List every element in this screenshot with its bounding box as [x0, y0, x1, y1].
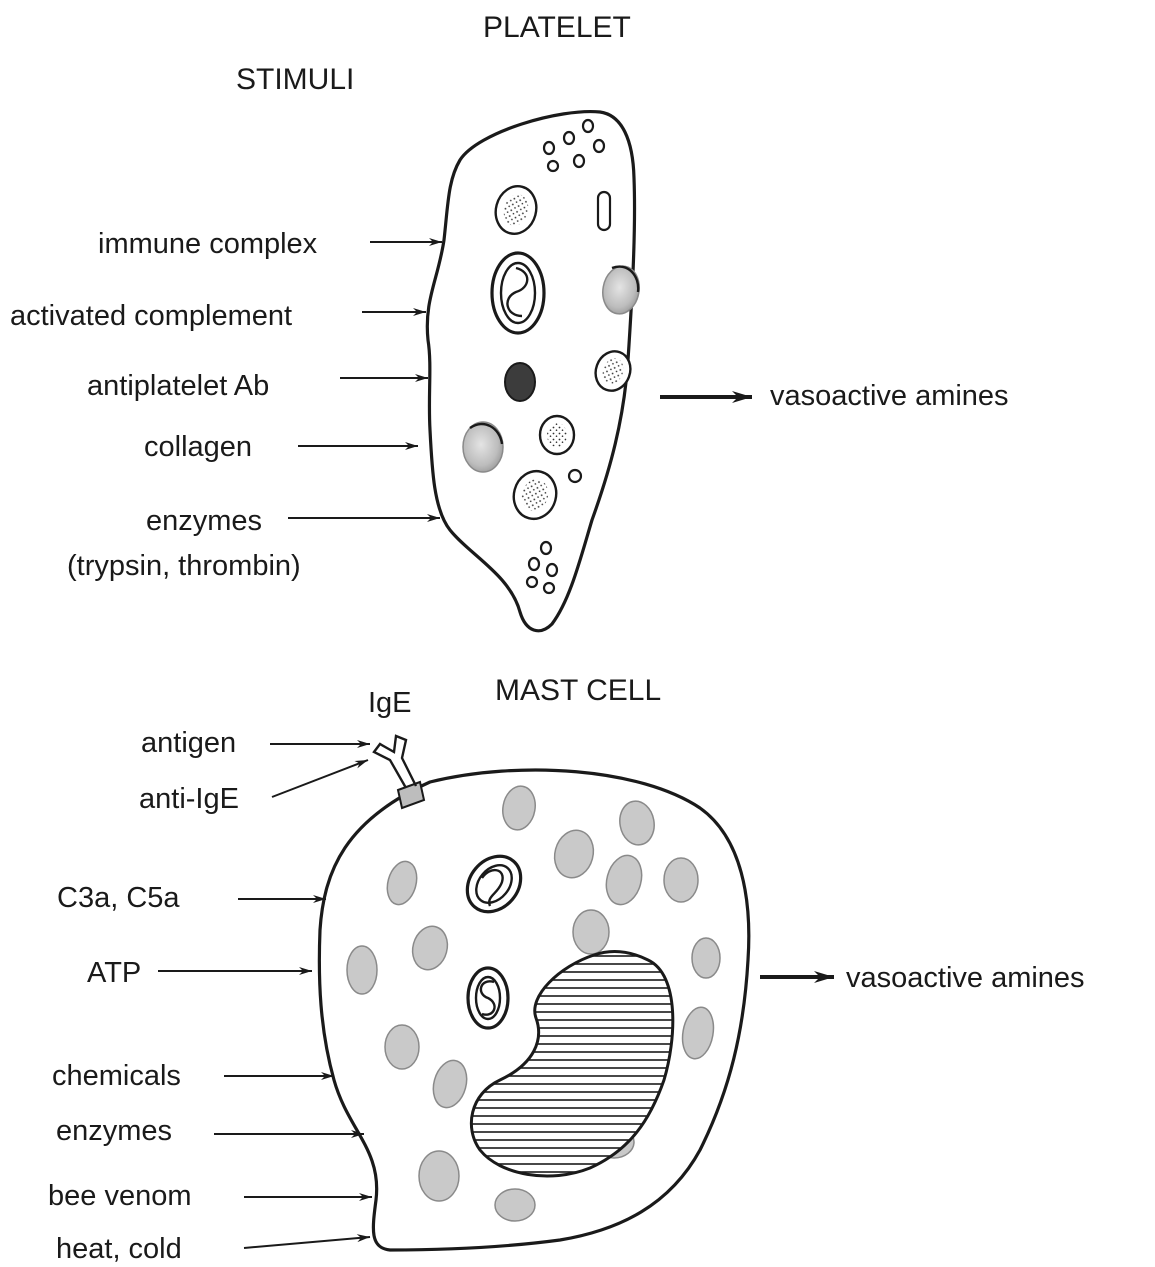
stimulus-anti-ige: anti-IgE [139, 783, 239, 815]
mitochondrion [492, 253, 544, 333]
stimuli-title: STIMULI [236, 63, 354, 96]
ige-label: IgE [368, 687, 412, 719]
stimulus-enzymes: enzymes [146, 505, 262, 537]
arrow-heat-cold [244, 1237, 370, 1248]
stimulus-c3a-c5a: C3a, C5a [57, 882, 180, 914]
platelet-cell [427, 112, 643, 631]
stimulus-immune-complex: immune complex [98, 228, 318, 260]
canalicular-tube [598, 192, 610, 230]
stimulus-heat-cold: heat, cold [56, 1233, 182, 1265]
stimulus-activated-complement: activated complement [10, 300, 292, 332]
stimulus-antiplatelet-ab: antiplatelet Ab [87, 370, 269, 402]
stimulus-bee-venom: bee venom [48, 1180, 192, 1212]
stimulus-collagen: collagen [144, 431, 252, 463]
platelet-output-label: vasoactive amines [770, 380, 1009, 412]
mast-cell-title: MAST CELL [495, 674, 661, 707]
arrow-anti-ige [272, 760, 368, 797]
stimulus-chemicals: chemicals [52, 1060, 181, 1092]
stimulus-enzymes-detail: (trypsin, thrombin) [67, 550, 301, 582]
dark-granule [505, 363, 535, 401]
stimulus-antigen: antigen [141, 727, 236, 759]
platelet-title: PLATELET [483, 11, 631, 44]
mast-cell-mitochondrion-lower [468, 968, 508, 1028]
stimulus-mast-enzymes: enzymes [56, 1115, 172, 1147]
stimulus-atp: ATP [87, 957, 141, 989]
mast-cell [319, 736, 748, 1250]
mast-cell-output-label: vasoactive amines [846, 962, 1085, 994]
alpha-granule-left [463, 422, 503, 472]
ige-receptor [374, 736, 424, 808]
